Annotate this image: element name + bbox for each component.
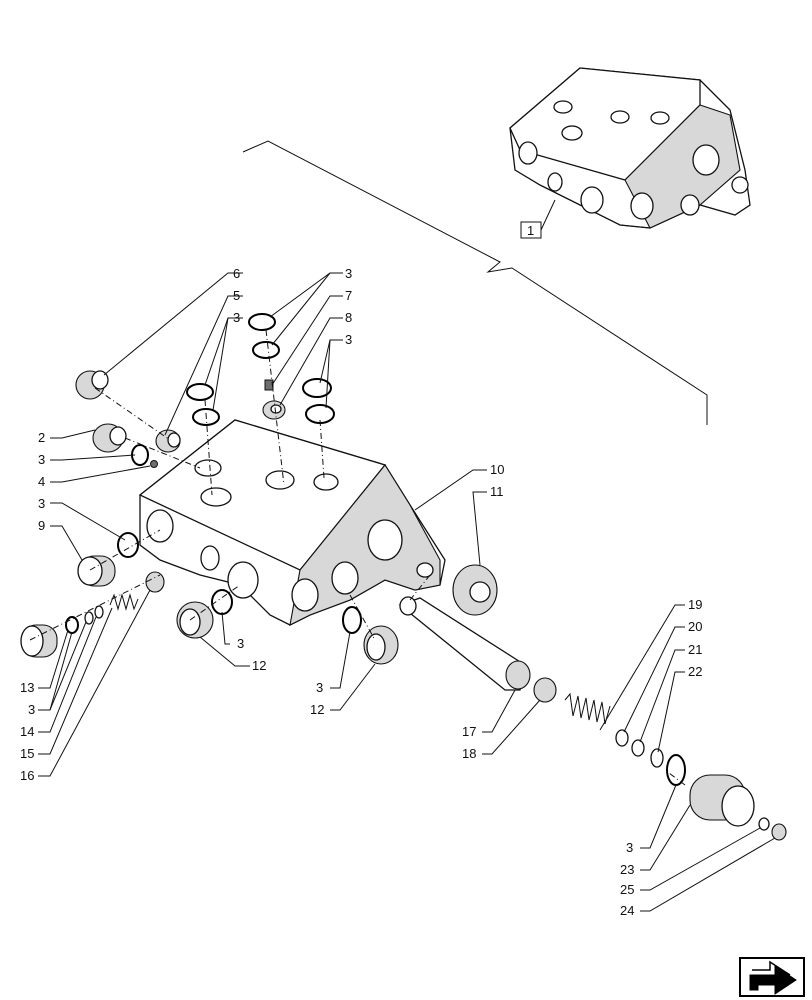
part-13-cap	[20, 624, 58, 658]
callout-3-e: 3	[38, 496, 45, 511]
callout-24: 24	[620, 903, 634, 918]
callout-13: 13	[20, 680, 34, 695]
callout-19: 19	[688, 597, 702, 612]
part-22-washer	[650, 748, 664, 768]
callout-labels: 1 6 5 3 3 7 8 3 2 3 4 3 9 10 11 3 12 3 1…	[20, 223, 702, 918]
callout-3-c: 3	[345, 332, 352, 347]
callout-9: 9	[38, 518, 45, 533]
callout-17: 17	[462, 724, 476, 739]
next-page-arrow-icon[interactable]	[739, 957, 805, 997]
part-14-washer	[84, 611, 94, 625]
callout-25: 25	[620, 882, 634, 897]
callout-12-b: 12	[310, 702, 324, 717]
callout-3-d: 3	[38, 452, 45, 467]
callout-3-b: 3	[345, 266, 352, 281]
part-9-plug	[77, 555, 116, 587]
callout-2: 2	[38, 430, 45, 445]
part-8-fitting	[262, 400, 286, 420]
callout-15: 15	[20, 746, 34, 761]
callout-11: 11	[490, 484, 504, 499]
callout-7: 7	[345, 288, 352, 303]
callout-3-h: 3	[28, 702, 35, 717]
part-17-spool	[398, 596, 531, 691]
callout-6: 6	[233, 266, 240, 281]
callout-22: 22	[688, 664, 702, 679]
part-25-washer	[758, 817, 770, 831]
callout-12-a: 12	[252, 658, 266, 673]
part-11-cover	[452, 564, 498, 616]
part-4-ball	[150, 460, 158, 468]
part-2-plug	[92, 423, 127, 453]
part-15-spring	[109, 593, 139, 611]
callout-5: 5	[233, 288, 240, 303]
part-5-plug	[155, 429, 181, 453]
callout-8: 8	[345, 310, 352, 325]
callout-21: 21	[688, 642, 702, 657]
callout-3-i: 3	[626, 840, 633, 855]
part-18-seat	[533, 677, 557, 703]
callout-18: 18	[462, 746, 476, 761]
part-19-spring	[564, 692, 611, 725]
part-24-nut	[771, 823, 787, 841]
leader-lines	[38, 272, 776, 912]
callout-14: 14	[20, 724, 34, 739]
callout-16: 16	[20, 768, 34, 783]
callout-3-a: 3	[233, 310, 240, 325]
callout-10: 10	[490, 462, 504, 477]
valve-body	[138, 419, 446, 626]
callout-23: 23	[620, 862, 634, 877]
center-lines	[29, 329, 686, 786]
callout-3-f: 3	[237, 636, 244, 651]
part-6-plug	[75, 370, 109, 400]
callout-20: 20	[688, 619, 702, 634]
callout-4: 4	[38, 474, 45, 489]
part-23-cap	[689, 774, 755, 827]
part-14-washer-b	[94, 605, 104, 619]
callout-1: 1	[527, 223, 534, 238]
callout-3-g: 3	[316, 680, 323, 695]
part-7-screw	[264, 379, 274, 391]
valve-assembly-inset	[509, 67, 751, 229]
part-16-poppet	[145, 571, 165, 593]
part-21-washer	[631, 739, 645, 757]
section-break-line	[242, 140, 708, 425]
part-20-washer	[615, 729, 629, 747]
part-12-plug-b	[363, 625, 399, 665]
part-12-plug-a	[176, 601, 214, 639]
